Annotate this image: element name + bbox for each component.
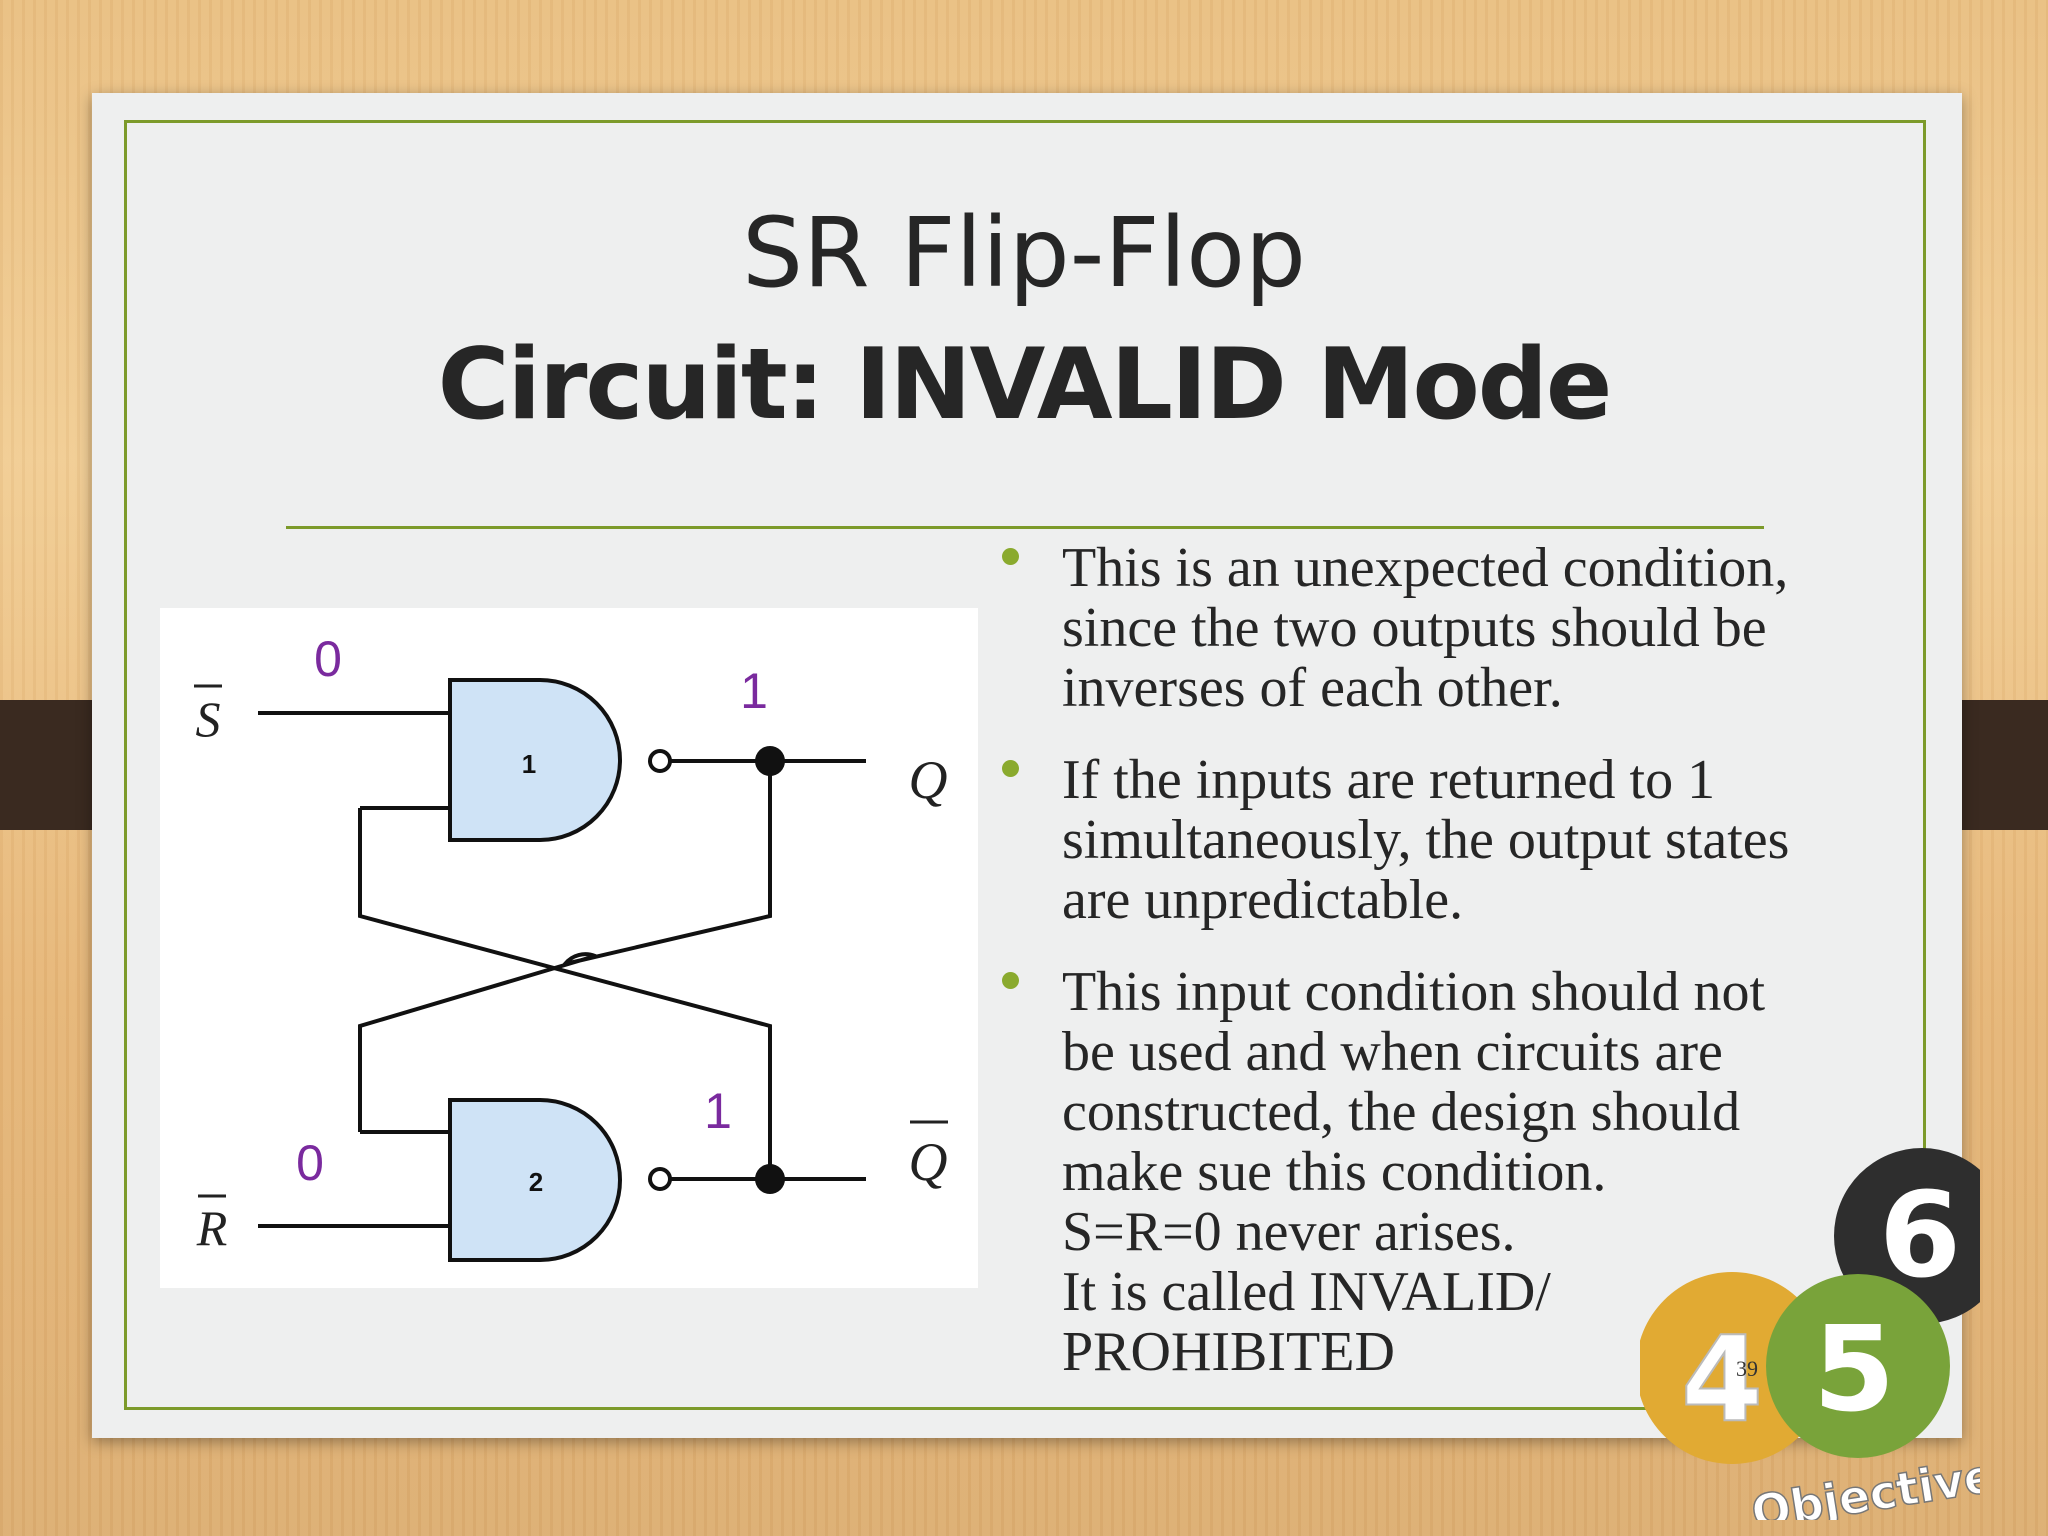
page-number: 39 xyxy=(1736,1356,1758,1381)
label-s-bar: S xyxy=(196,691,221,747)
sr-flip-flop-diagram: 1 2 0 0 1 1 S Q Q R xyxy=(160,608,978,1288)
bullet-line: inverses of each other. xyxy=(1062,657,1563,719)
bullet-line: This input condition should not xyxy=(1062,961,1766,1023)
s-input-value: 0 xyxy=(314,631,342,687)
bullet-item: This is an unexpected condition, since t… xyxy=(990,538,1890,718)
bullet-marker xyxy=(1002,972,1019,989)
nand-gate-1 xyxy=(448,678,622,842)
objective-word: Objective xyxy=(1748,1448,1980,1520)
qbar-output-value: 1 xyxy=(704,1083,732,1139)
badge-5-number: 5 xyxy=(1813,1300,1895,1438)
label-q: Q xyxy=(909,750,948,810)
bullet-line: S=R=0 never arises. xyxy=(1062,1201,1516,1263)
slide-border xyxy=(124,120,1926,1410)
gate1-bubble xyxy=(648,749,672,773)
bullet-line: constructed, the design should xyxy=(1062,1081,1741,1143)
gate1-number: 1 xyxy=(522,749,536,779)
bullet-line: It is called INVALID/ xyxy=(1062,1261,1551,1323)
bullet-line: This is an unexpected condition, xyxy=(1062,537,1789,599)
badge-5-circle xyxy=(1766,1274,1950,1458)
bullet-line: If the inputs are returned to 1 xyxy=(1062,749,1716,811)
label-q-bar: Q xyxy=(909,1132,948,1192)
bullet-line: be used and when circuits are xyxy=(1062,1021,1723,1083)
bullet-line: PROHIBITED xyxy=(1062,1321,1395,1383)
wire-q-feedback xyxy=(358,761,772,1132)
nand-gate-2 xyxy=(448,1098,622,1262)
bullet-line: make sue this condition. xyxy=(1062,1141,1607,1203)
bullet-list: This is an unexpected condition, since t… xyxy=(990,538,1890,1414)
bullet-marker xyxy=(1002,548,1019,565)
label-r-bar: R xyxy=(196,1200,228,1256)
q-output-value: 1 xyxy=(740,663,768,719)
title-divider xyxy=(286,526,1764,529)
bullet-item: This input condition should not be used … xyxy=(990,962,1890,1382)
bullet-line: simultaneously, the output states xyxy=(1062,809,1790,871)
slide-title-line1: SR Flip-Flop xyxy=(742,197,1306,309)
bullet-marker xyxy=(1002,760,1019,777)
gate2-bubble xyxy=(648,1167,672,1191)
r-input-value: 0 xyxy=(296,1135,324,1191)
objective-logo: 6 4 5 Objective xyxy=(1640,1148,1980,1520)
bullet-line: since the two outputs should be xyxy=(1062,597,1767,659)
badge-4-number: 4 xyxy=(1681,1310,1763,1448)
badge-6-number: 6 xyxy=(1879,1166,1961,1304)
wire-qbar-feedback xyxy=(358,808,772,1179)
bullet-line: are unpredictable. xyxy=(1062,869,1464,931)
gate2-number: 2 xyxy=(529,1167,543,1197)
slide-title-line2: Circuit: INVALID Mode xyxy=(437,328,1613,442)
bullet-item: If the inputs are returned to 1 simultan… xyxy=(990,750,1890,930)
